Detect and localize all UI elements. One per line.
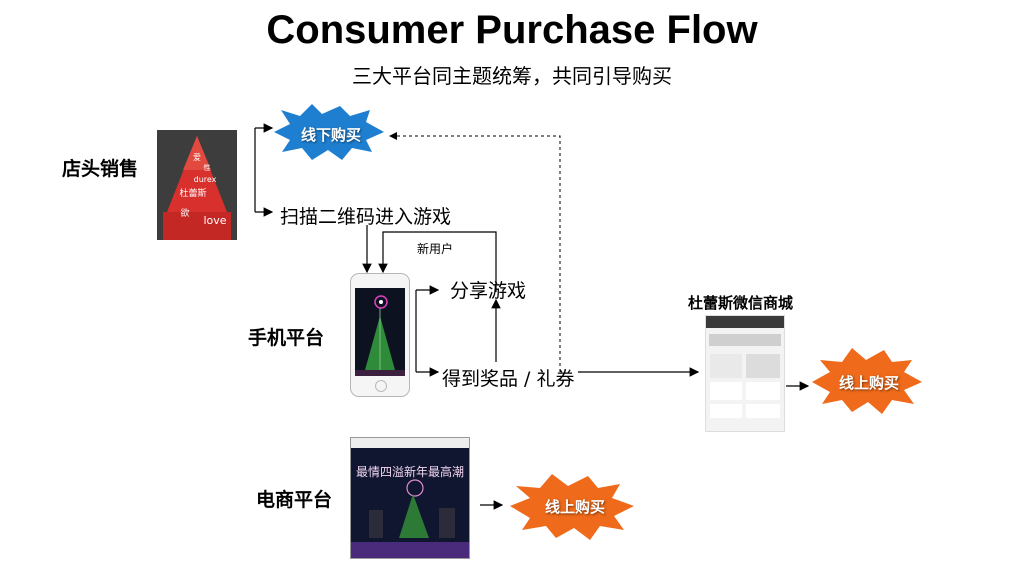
burst-ecom-shape <box>510 474 634 540</box>
burst-offline-label: 线下购买 <box>300 126 361 144</box>
arrow-dashed-to-offline <box>389 132 561 372</box>
burst-mall-shape <box>812 348 922 414</box>
mall-title: 杜蕾斯微信商城 <box>688 294 794 312</box>
burst-online-ecom-label: 线上购买 <box>544 498 605 516</box>
tower-text-5: 欲 <box>180 207 189 219</box>
page-title: Consumer Purchase Flow <box>266 8 758 52</box>
row-label-ecommerce: 电商平台 <box>256 489 333 511</box>
wechat-mall-image <box>705 315 785 432</box>
ecom-banner-text: 最情四溢新年最高潮 <box>356 464 464 479</box>
tower-text-4: 杜蕾斯 <box>179 187 206 199</box>
ecommerce-page-image: 最情四溢新年最高潮 <box>350 437 470 559</box>
tower-text-6: love <box>203 214 226 227</box>
new-user-text: 新用户 <box>417 242 454 256</box>
page-subtitle: 三大平台同主题统筹，共同引导购买 <box>352 64 672 88</box>
tower-text-2: 性 <box>204 163 211 172</box>
share-game-text: 分享游戏 <box>450 280 527 302</box>
tower-text-1: 爱 <box>193 153 201 162</box>
arrow-new-user-loop <box>378 231 497 292</box>
scan-qr-text: 扫描二维码进入游戏 <box>280 206 452 228</box>
get-prize-text: 得到奖品 / 礼券 <box>442 368 575 390</box>
row-label-mobile: 手机平台 <box>248 327 325 349</box>
tower-text-3: durex <box>194 175 217 184</box>
burst-offline-shape <box>274 104 384 160</box>
row-label-store: 店头销售 <box>62 158 139 180</box>
phone-game-image <box>350 273 410 397</box>
store-display-image: 爱 性 durex 杜蕾斯 欲 love <box>157 130 237 240</box>
burst-online-mall-label: 线上购买 <box>838 374 899 392</box>
